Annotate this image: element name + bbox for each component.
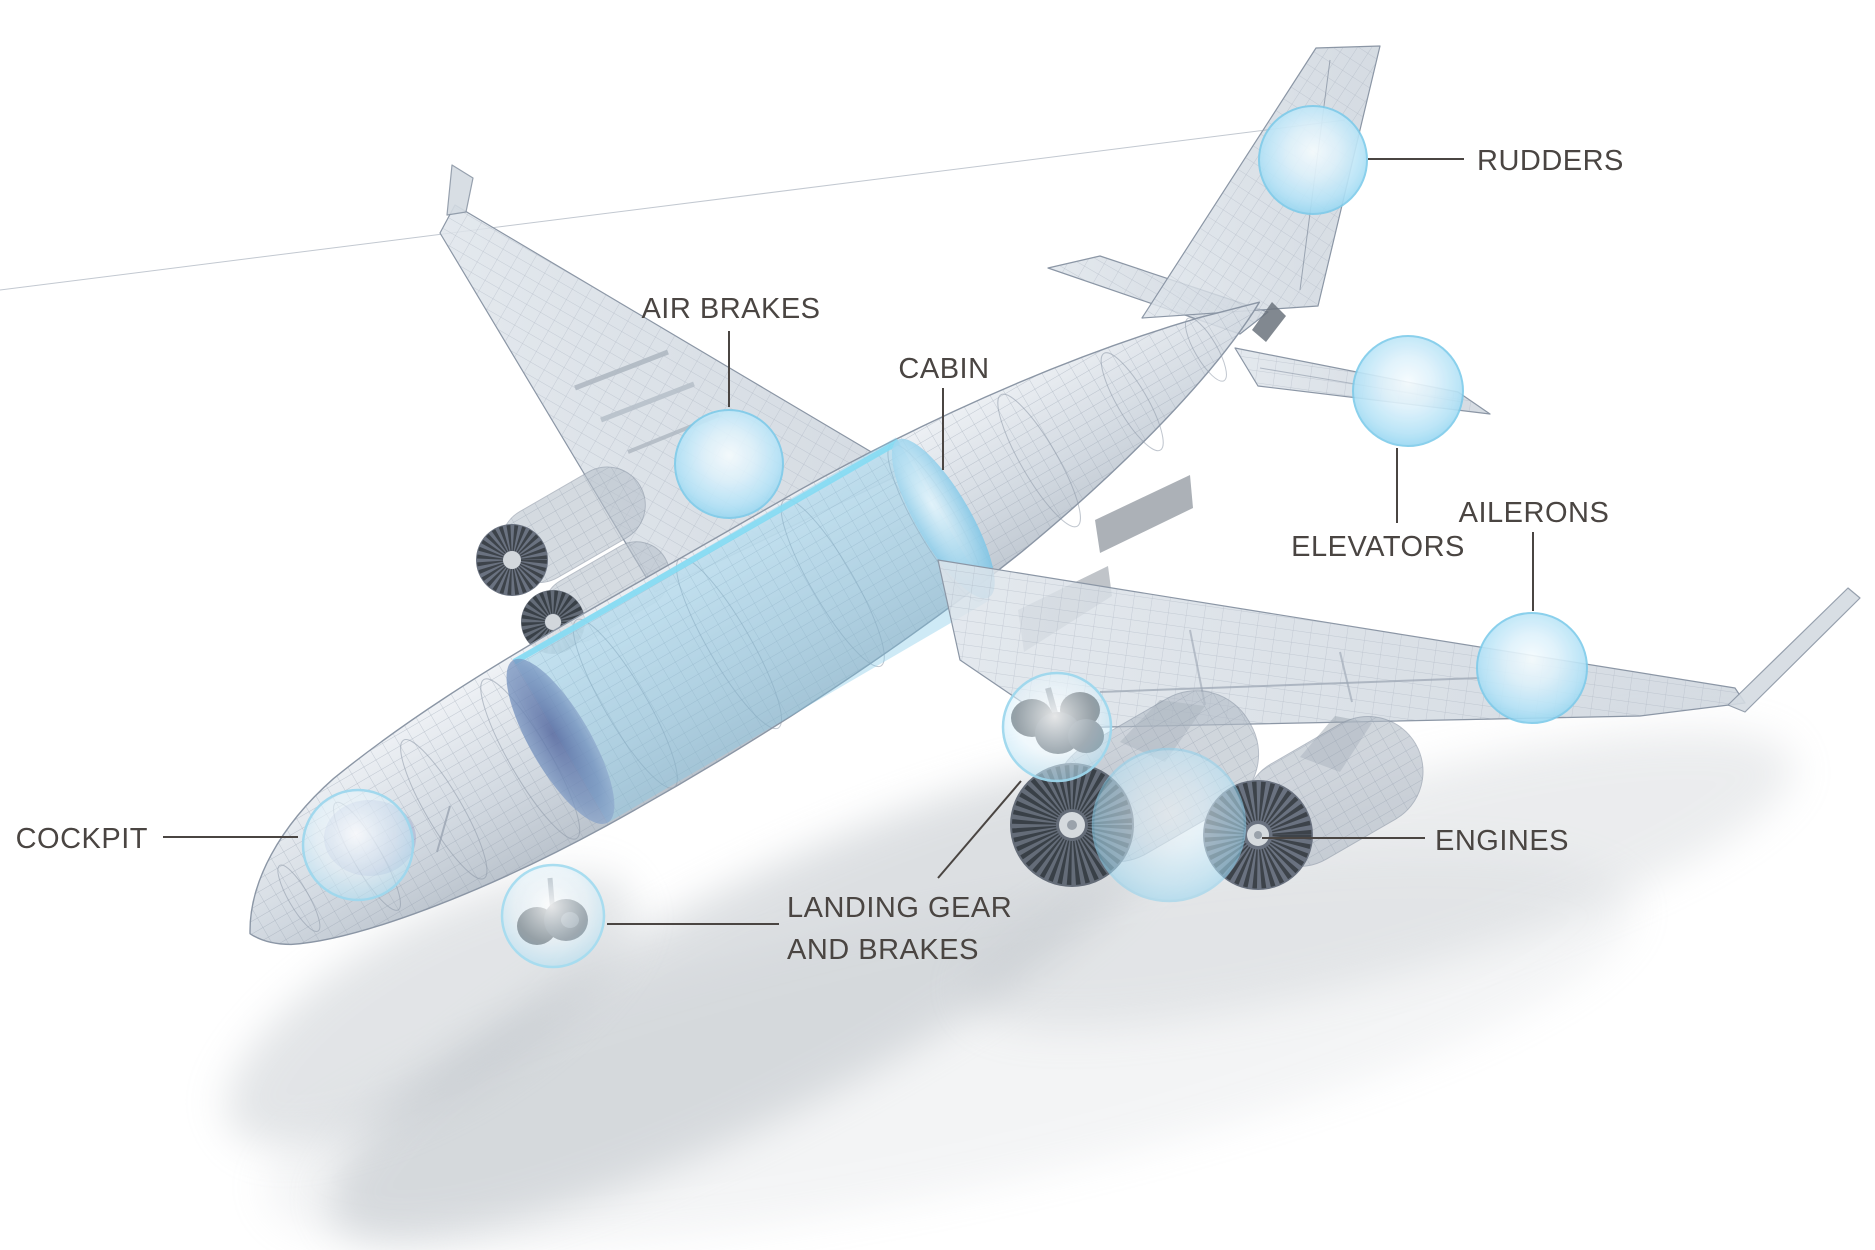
tail-cone (1252, 302, 1286, 342)
label-landing-gear-line1: LANDING GEAR (787, 892, 1012, 924)
cabin-rear-cap (891, 438, 995, 599)
hotspot-engines[interactable] (1091, 747, 1247, 903)
leader-main-gear (937, 780, 1022, 879)
label-engines: ENGINES (1435, 825, 1569, 857)
label-cockpit: COCKPIT (16, 823, 148, 855)
far-winglet (446, 164, 474, 216)
cabin-highlight (506, 437, 995, 825)
label-ailerons: AILERONS (1459, 497, 1610, 529)
vertical-fin (0, 45, 1381, 319)
hotspot-ailerons[interactable] (1476, 612, 1588, 724)
label-landing-gear-line2: AND BRAKES (787, 934, 979, 966)
callout-labels: RUDDERS AIR BRAKES CABIN ELEVATORS AILER… (16, 145, 1624, 966)
wireframe-airplane (0, 45, 1861, 946)
cabin-front-cap (506, 658, 615, 825)
hotspot-elevators[interactable] (1352, 335, 1464, 447)
hotspot-rudders[interactable] (1258, 105, 1368, 215)
label-elevators: ELEVATORS (1291, 531, 1465, 563)
hotspots (301, 105, 1588, 969)
near-winglet (1727, 587, 1861, 713)
label-cabin: CABIN (898, 353, 989, 385)
hotspot-nose-gear[interactable] (500, 863, 606, 969)
fuselage (249, 301, 1261, 946)
hotspot-air-brakes[interactable] (674, 409, 784, 519)
far-engines (476, 466, 671, 654)
hotspot-cockpit[interactable] (301, 788, 415, 902)
leader-lines (163, 158, 1534, 925)
nose-antenna (436, 805, 451, 853)
label-air-brakes: AIR BRAKES (641, 293, 820, 325)
label-rudders: RUDDERS (1477, 145, 1624, 177)
far-wing (439, 164, 906, 593)
hotspot-main-gear[interactable] (1001, 671, 1113, 783)
